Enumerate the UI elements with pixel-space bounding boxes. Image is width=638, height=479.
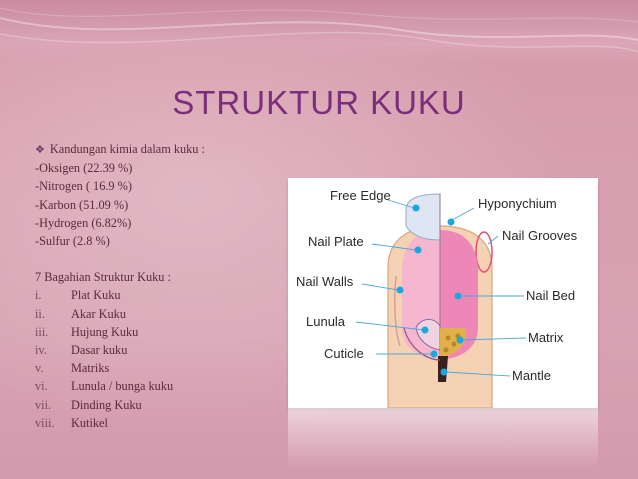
structure-item: v.Matriks (35, 359, 285, 377)
slide-title: STRUKTUR KUKU (0, 84, 638, 122)
structure-item: vii.Dinding Kuku (35, 396, 285, 414)
marker-nail-plate (415, 247, 422, 254)
structure-item: viii.Kutikel (35, 414, 285, 432)
label-nail-walls: Nail Walls (296, 274, 354, 289)
marker-hyponychium (448, 219, 455, 226)
chemical-item: -Nitrogen ( 16.9 %) (35, 177, 285, 195)
label-nail-grooves: Nail Grooves (502, 228, 578, 243)
marker-matrix (457, 337, 464, 344)
chemical-item: -Sulfur (2.8 %) (35, 232, 285, 250)
structure-item: i.Plat Kuku (35, 286, 285, 304)
structure-item: ii.Akar Kuku (35, 305, 285, 323)
marker-nail-walls (397, 287, 404, 294)
marker-lunula (422, 327, 429, 334)
panel-reflection (288, 408, 598, 468)
label-hyponychium: Hyponychium (478, 196, 557, 211)
chemical-item: -Hydrogen (6.82%) (35, 214, 285, 232)
diamond-bullet-icon: ❖ (35, 144, 45, 156)
label-cuticle: Cuticle (324, 346, 364, 361)
structure-item: iii.Hujung Kuku (35, 323, 285, 341)
structure-heading: 7 Bagahian Struktur Kuku : (35, 268, 285, 286)
chemical-heading: ❖Kandungan kimia dalam kuku : (35, 140, 285, 159)
decorative-swirl (0, 0, 638, 70)
marker-nail-bed (455, 293, 462, 300)
marker-mantle (441, 369, 448, 376)
label-lunula: Lunula (306, 314, 346, 329)
marker-cuticle (431, 351, 438, 358)
label-nail-bed: Nail Bed (526, 288, 575, 303)
marker-free-edge (413, 205, 420, 212)
content-list: ❖Kandungan kimia dalam kuku : -Oksigen (… (35, 140, 285, 432)
label-mantle: Mantle (512, 368, 551, 383)
label-matrix: Matrix (528, 330, 564, 345)
chemical-item: -Karbon (51.09 %) (35, 196, 285, 214)
chemical-item: -Oksigen (22.39 %) (35, 159, 285, 177)
nail-diagram-panel: Free Edge Hyponychium Nail Plate Nail Gr… (288, 178, 598, 408)
label-nail-plate: Nail Plate (308, 234, 364, 249)
label-free-edge: Free Edge (330, 188, 391, 203)
structure-item: iv.Dasar kuku (35, 341, 285, 359)
nail-diagram: Free Edge Hyponychium Nail Plate Nail Gr… (288, 178, 598, 408)
structure-item: vi.Lunula / bunga kuku (35, 377, 285, 395)
